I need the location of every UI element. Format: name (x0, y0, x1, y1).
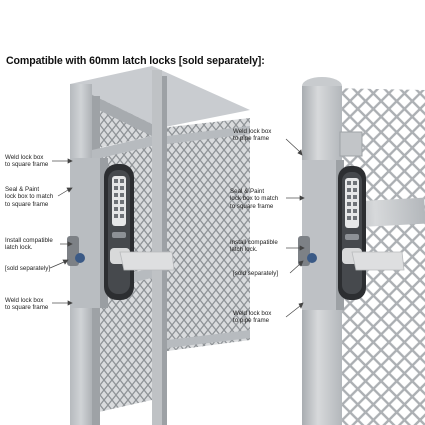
left-keypad-lock (104, 164, 175, 300)
mesh-panel-lower (90, 278, 152, 414)
label-line: to square frame (5, 200, 49, 208)
label-line: to square frame (230, 202, 274, 210)
label-weld-pipe-top: Weld lock box to pipe frame (233, 128, 271, 143)
label-line: to pipe frame (233, 135, 270, 143)
label-weld-pipe-bottom: Weld lock box to pipe frame (233, 310, 271, 325)
page-title: Compatible with 60mm latch locks [sold s… (6, 55, 265, 67)
label-line: Install compatible (230, 239, 278, 246)
label-line: Weld lock box (233, 310, 272, 317)
cylinder-right (307, 253, 317, 263)
label-seal-paint-left: Seal & Paint lock box to match to square… (5, 186, 53, 208)
label-sold-separately-right: [sold separately] (233, 270, 278, 277)
label-line: to square frame (5, 304, 49, 312)
label-line: latch lock. (230, 246, 258, 254)
label-line: Weld lock box (5, 297, 44, 304)
left-lock-box (67, 158, 108, 308)
label-line: Weld lock box (5, 154, 44, 161)
lever-handle-left (119, 251, 175, 271)
cylinder-left (75, 253, 85, 263)
label-line: lock box to match (5, 193, 54, 201)
label-sold-separately-left: [sold separately] (5, 265, 50, 272)
latch-bolt-right (298, 236, 310, 266)
lever-handle-right (351, 251, 405, 271)
right-lock-box (298, 160, 344, 310)
leader-lines (49, 138, 305, 318)
label-weld-square-top: Weld lock box to square frame (5, 154, 48, 169)
right-keypad-lock (338, 166, 405, 300)
label-line: Seal & Paint (5, 186, 40, 193)
label-line: Seal & Paint (230, 188, 265, 195)
label-line: [sold separately] (5, 265, 51, 272)
label-line: to pipe frame (233, 317, 270, 325)
label-line: to square frame (5, 161, 49, 169)
mesh-panel-right (160, 118, 250, 352)
label-line: lock box to match (230, 195, 279, 203)
label-seal-paint-right: Seal & Paint lock box to match to square… (230, 188, 278, 210)
label-install-left: Install compatible latch lock. (5, 237, 53, 252)
label-line: [sold separately] (233, 270, 279, 277)
label-line: Weld lock box (233, 128, 272, 135)
label-weld-square-bottom: Weld lock box to square frame (5, 297, 48, 312)
label-line: Install compatible (5, 237, 53, 244)
label-install-right: Install compatible latch lock. (230, 239, 278, 254)
label-line: latch lock. (5, 244, 33, 252)
